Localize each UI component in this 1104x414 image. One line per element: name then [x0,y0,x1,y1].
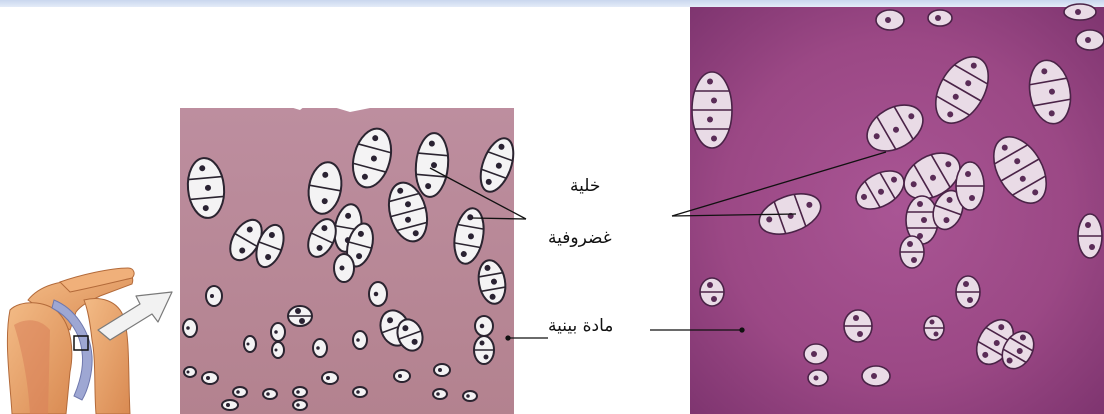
cartilage-cell-drawing [434,364,450,376]
cartilage-cell-drawing [202,372,218,384]
label-cell-line1: خلية [570,176,600,196]
cartilage-cell-drawing [293,400,307,410]
cartilage-cell-drawing [288,306,312,326]
cartilage-cell-micrograph [808,370,828,386]
cartilage-cell-micrograph [1076,30,1104,50]
cartilage-micrograph-panel [690,4,1104,414]
shoulder-joint-illustration [7,268,134,414]
cartilage-cell-drawing [272,342,284,358]
cartilage-cell-drawing [433,389,447,399]
cartilage-drawing-panel [180,100,520,414]
pointer-dot-right [740,328,744,332]
cartilage-cell-drawing [183,319,197,337]
cartilage-cell-drawing [184,367,196,377]
cartilage-cell-micrograph [956,162,984,210]
cartilage-cell-micrograph [900,236,924,268]
cartilage-cell-drawing [271,323,285,341]
cartilage-cell-drawing [222,400,238,410]
cartilage-cell-micrograph [876,10,904,30]
cartilage-cell-drawing [463,391,477,401]
cartilage-cell-drawing [475,316,493,336]
cartilage-cell-micrograph [1078,214,1102,258]
cartilage-cell-drawing [353,331,367,349]
cartilage-cell-micrograph [928,10,952,26]
cartilage-cell-drawing [322,372,338,384]
cartilage-cell-micrograph [924,316,944,340]
cartilage-cell-drawing [244,336,256,352]
cartilage-cell-micrograph [804,344,828,364]
cartilage-cell-micrograph [844,310,872,342]
cartilage-cell-micrograph [692,72,732,148]
cartilage-cell-drawing [369,282,387,306]
pointer-dot-left [506,336,510,340]
cartilage-cell-drawing [334,254,354,282]
cartilage-cell-drawing [394,370,410,382]
cartilage-cell-drawing [233,387,247,397]
cartilage-cell-micrograph [862,366,890,386]
label-cell-line2: غضروفية [548,228,612,248]
cartilage-cell-drawing [353,387,367,397]
label-matrix: مادة بينية [548,316,613,336]
cartilage-cell-drawing [206,286,222,306]
cartilage-cell-drawing [263,389,277,399]
cartilage-cell-micrograph [956,276,980,308]
cartilage-cell-micrograph [1064,4,1096,20]
cartilage-cell-drawing [293,387,307,397]
cartilage-cell-drawing [474,336,494,364]
cartilage-cell-micrograph [700,278,724,306]
cartilage-cell-drawing [313,339,327,357]
